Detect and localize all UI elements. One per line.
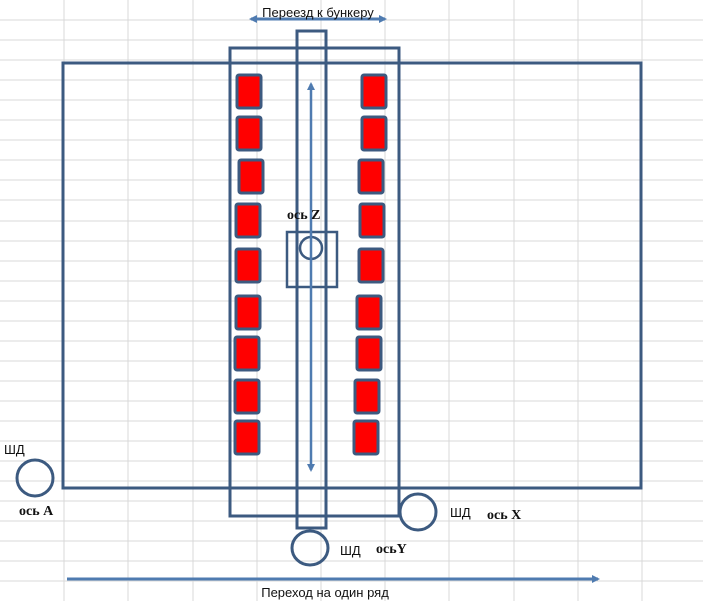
left-cell: [234, 247, 262, 284]
work-area-frame: [61, 61, 643, 490]
top-arrow-label: Переезд к бункеру: [262, 5, 374, 20]
right-cell: [353, 378, 381, 415]
motor-a-label: ШД: [4, 442, 25, 457]
motor-y-label: ШД: [340, 543, 361, 558]
motor-x-circle: [398, 492, 438, 532]
motor-x-label: ШД: [450, 505, 471, 520]
axis-a-label: ось A: [19, 504, 54, 519]
left-cell: [233, 335, 261, 372]
bottom-arrow-label: Переход на один ряд: [261, 585, 389, 600]
left-cell: [234, 202, 262, 239]
left-cell: [234, 294, 262, 331]
right-cell: [357, 158, 385, 195]
right-cell: [360, 73, 388, 110]
y-carriage-rail: [295, 29, 328, 530]
right-cell: [358, 202, 386, 239]
axis-z-label: ось Z: [287, 208, 320, 223]
right-cell: [357, 247, 385, 284]
axis-x-label: ось X: [487, 508, 521, 523]
motor-y-circle: [290, 529, 330, 567]
left-cell: [233, 419, 261, 456]
gantry-frame: [228, 46, 401, 518]
right-cell: [352, 419, 380, 456]
axis-y-label: осьY: [376, 542, 407, 557]
motor-a-circle: [15, 458, 55, 498]
right-cell: [360, 115, 388, 152]
left-cell: [237, 158, 265, 195]
right-cell: [355, 335, 383, 372]
left-cell: [233, 378, 261, 415]
left-cell: [235, 73, 263, 110]
left-cell: [235, 115, 263, 152]
right-cell: [355, 294, 383, 331]
cells-group: [233, 73, 388, 456]
